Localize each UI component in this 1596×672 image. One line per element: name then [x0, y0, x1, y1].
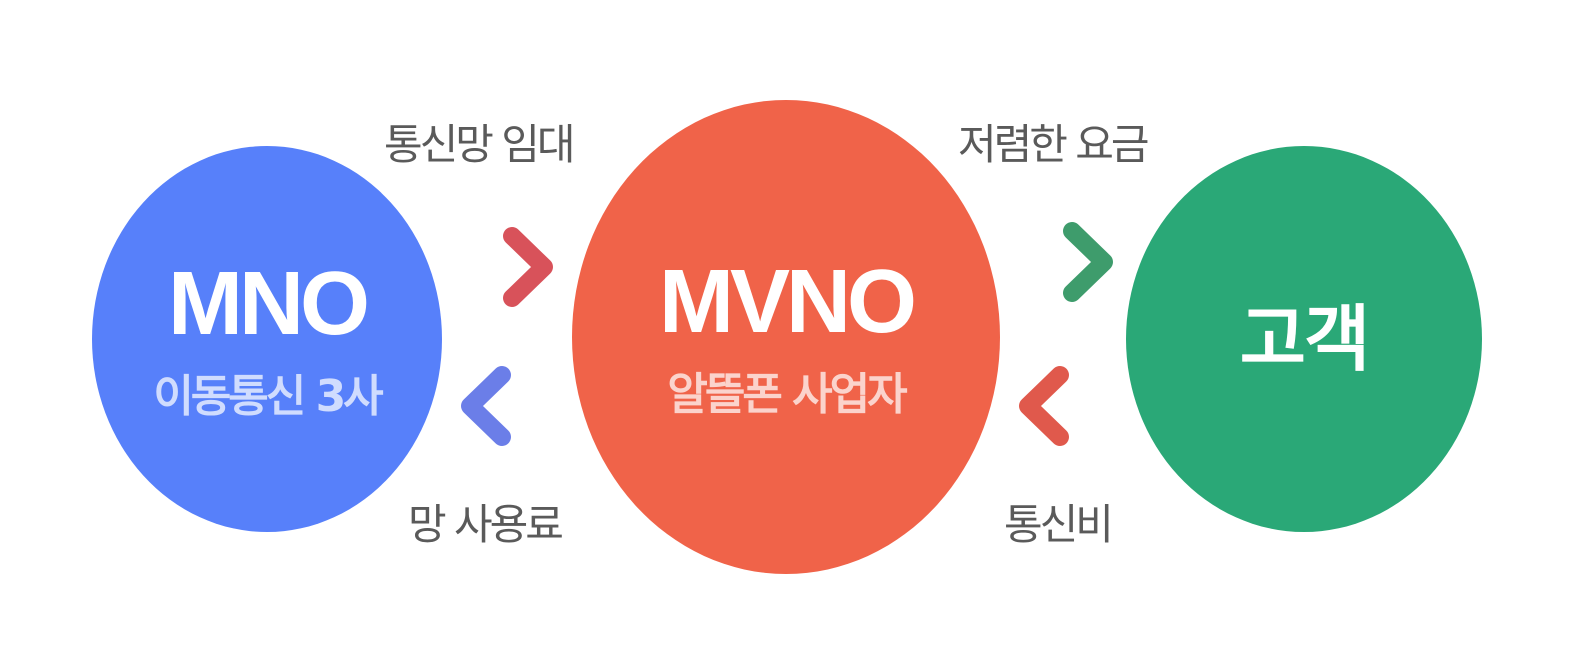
arrow-network-usage-fee [461, 366, 589, 446]
mno-subtitle: 이동통신 3사 [153, 371, 383, 422]
mvno-node: MVNO 알뜰폰 사업자 [572, 100, 1000, 574]
telecom-bill-label: 통신비 [1004, 500, 1114, 549]
arrow-affordable-rate [981, 222, 1113, 302]
arrow-telecom-bill [1019, 366, 1147, 446]
network-lease-label: 통신망 임대 [384, 120, 576, 169]
arrow-network-lease [421, 227, 553, 307]
mno-title: MNO [168, 254, 370, 354]
mvno-title: MVNO [659, 252, 917, 352]
mvno-subtitle: 알뜰폰 사업자 [667, 369, 907, 420]
customer-title: 고객 [1239, 297, 1370, 381]
customer-node: 고객 [1126, 146, 1482, 532]
network-usage-fee-label: 망 사용료 [408, 500, 564, 549]
affordable-rate-label: 저렴한 요금 [958, 120, 1150, 169]
mno-node: MNO 이동통신 3사 [92, 146, 442, 532]
